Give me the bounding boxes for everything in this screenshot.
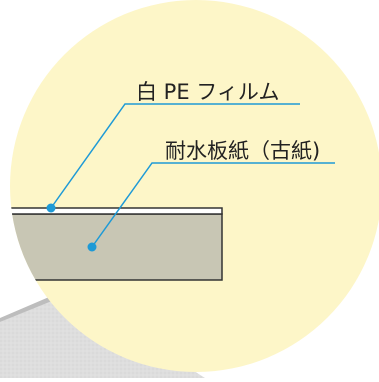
board-leader-dot — [87, 242, 97, 252]
board-label: 耐水板紙（古紙) — [165, 139, 320, 163]
pe-film-layer — [10, 207, 223, 215]
board-leader-line — [91, 162, 335, 248]
paperboard-layer — [10, 213, 223, 281]
film-leader-dot — [46, 203, 56, 213]
film-leader-line — [50, 103, 300, 209]
film-label: 白 PE フィルム — [136, 80, 279, 104]
